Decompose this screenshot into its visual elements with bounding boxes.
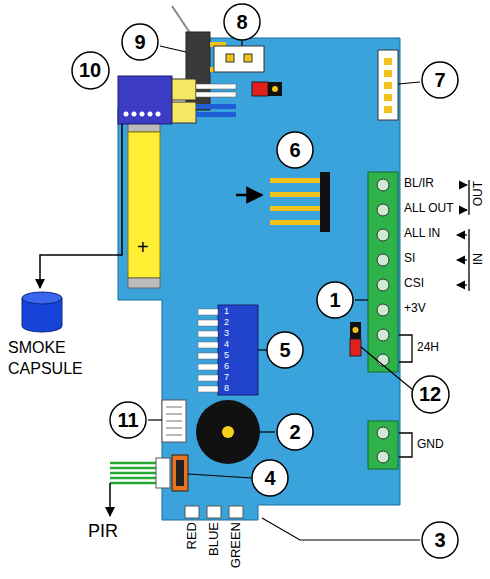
leader-lines	[148, 41, 420, 540]
dip-switch	[198, 305, 258, 395]
connector-4	[172, 455, 188, 491]
led-color: RED	[185, 522, 200, 549]
callout-circle: 6	[276, 131, 314, 169]
dip-number: 2	[224, 317, 229, 327]
callout-number: 10	[79, 60, 101, 80]
callout-circle: 10	[71, 51, 110, 90]
signal-name: ALL IN	[404, 227, 440, 241]
connector-11	[162, 400, 186, 442]
dip-number: 4	[224, 339, 229, 349]
callout-circle: 2	[276, 413, 314, 451]
dip-number: 5	[224, 350, 229, 360]
signal-name: CSI	[404, 277, 424, 291]
jumper-top	[252, 82, 282, 96]
terminal-block-1	[368, 172, 398, 372]
signal-name: BL/IR	[404, 177, 434, 191]
callout-circle: 7	[421, 61, 459, 99]
terminal-name: 24H	[417, 341, 439, 355]
callout-circle: 9	[121, 23, 159, 61]
group-name: IN	[472, 253, 486, 265]
dip-number: 3	[224, 328, 229, 338]
part-name: SMOKE CAPSULE	[8, 338, 108, 380]
callout-number: 8	[236, 12, 247, 32]
dip-number: 6	[224, 361, 229, 371]
part-name: PIR	[88, 521, 118, 542]
callout-circle: 3	[421, 521, 459, 559]
callout-number: 1	[329, 290, 340, 310]
smoke-module	[118, 76, 236, 124]
callout-number: 12	[419, 384, 441, 404]
callout-number: 2	[289, 422, 300, 442]
led-color: GREEN	[229, 522, 244, 568]
connector-7	[378, 50, 398, 120]
terminal-block-gnd	[368, 421, 398, 469]
callout-circle: 1	[316, 281, 354, 319]
pir-cable	[110, 458, 170, 516]
dip-number: 8	[224, 383, 229, 393]
led-row	[185, 506, 243, 518]
callout-number: 5	[279, 340, 290, 360]
pcb-board	[118, 38, 400, 520]
buzzer	[196, 400, 260, 464]
callout-circle: 4	[251, 459, 289, 497]
callout-circle: 8	[223, 3, 261, 41]
battery	[128, 122, 160, 288]
signal-name: +3V	[404, 302, 426, 316]
signal-name: ALL OUT	[404, 202, 454, 216]
dip-number: 1	[224, 306, 229, 316]
callout-circle: 11	[109, 401, 147, 439]
callout-number: 4	[264, 468, 275, 488]
smoke-capsule	[22, 124, 122, 332]
callout-number: 9	[134, 32, 145, 52]
polarity-mark: +	[137, 236, 149, 259]
callout-number: 11	[117, 410, 138, 430]
signal-arrows	[399, 180, 469, 457]
callout-circle: 5	[266, 331, 304, 369]
group-name: OUT	[472, 181, 486, 206]
callout-number: 3	[434, 530, 445, 550]
connector-6	[270, 172, 330, 232]
led-color: BLUE	[207, 522, 222, 556]
terminal-name: GND	[417, 438, 444, 452]
signal-name: SI	[404, 252, 415, 266]
pointer-arrow	[236, 194, 262, 197]
callout-number: 6	[289, 140, 300, 160]
callout-circle: 12	[411, 375, 450, 414]
dip-number: 7	[224, 372, 229, 382]
connector-8	[214, 46, 264, 72]
callout-number: 7	[434, 70, 445, 90]
jumper-12	[350, 322, 361, 356]
